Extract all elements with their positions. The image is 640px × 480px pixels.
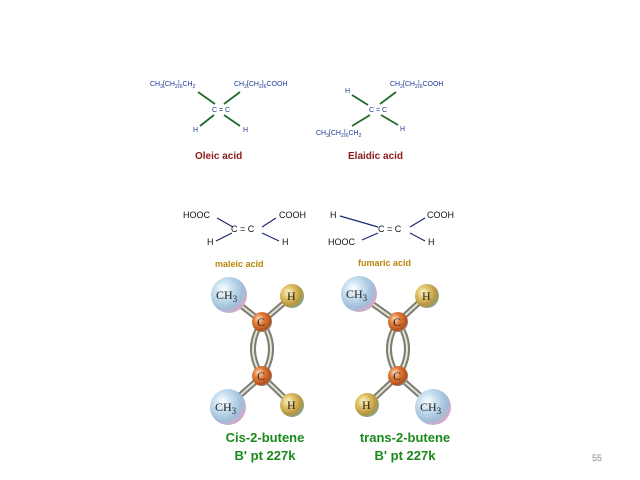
elaidic-bond-lower-right — [380, 114, 399, 126]
cis-boiling-point: B' pt 227k — [234, 448, 296, 463]
maleic-bond-upper-left — [216, 217, 234, 228]
oleic-double-bond: C = C — [212, 107, 230, 114]
fumaric-bond-lower-left — [361, 232, 379, 241]
cis-2-butene-model: CH3 H C C CH3 H — [210, 277, 304, 425]
trans-name: trans-2-butene — [359, 430, 451, 445]
cis-h-top-label: H — [287, 289, 296, 303]
trans-h-top-sphere — [415, 284, 439, 308]
cis-carbon-bottom-label: C — [257, 369, 265, 383]
fumaric-h-top-left: H — [330, 210, 337, 220]
maleic-h-right: H — [282, 237, 289, 247]
elaidic-bond-upper-right — [379, 91, 397, 105]
maleic-acid-structure: HOOC COOH C = C H H — [183, 210, 306, 247]
fumaric-h-right: H — [428, 237, 435, 247]
elaidic-bond-upper-left — [351, 94, 369, 106]
cis-carbon-bottom-sphere — [252, 366, 272, 386]
maleic-h-left: H — [207, 237, 214, 247]
trans-h-bottom-label: H — [362, 398, 371, 412]
elaidic-double-bond: C = C — [369, 107, 387, 114]
maleic-bond-lower-right — [261, 232, 280, 242]
cis-carbon-top-sphere — [252, 312, 272, 332]
oleic-bond-upper-left — [197, 91, 216, 105]
cis-ch3-top-sphere — [211, 277, 247, 313]
elaidic-h-top-left: H — [345, 88, 350, 95]
cis-ch3-bottom-sphere — [210, 389, 246, 425]
cis-ch3-bottom-label: CH3 — [215, 400, 237, 416]
trans-ch3-top-sphere — [341, 276, 377, 312]
trans-h-bottom-sphere — [355, 393, 379, 417]
maleic-bond-lower-left — [215, 232, 233, 242]
elaidic-bottom-chain: CH3[CH2]6CH2 — [316, 130, 362, 139]
slide-number: 55 — [592, 453, 603, 463]
maleic-top-right: COOH — [279, 210, 306, 220]
fumaric-top-right: COOH — [427, 210, 454, 220]
trans-ch3-bottom-sphere — [415, 389, 451, 425]
trans-ch3-top-label: CH3 — [346, 287, 368, 303]
maleic-double-bond: C = C — [231, 224, 255, 234]
trans-ch3-bottom-label: CH3 — [420, 400, 442, 416]
elaidic-right-chain: CH2[CH2]6COOH — [390, 81, 443, 90]
elaidic-acid-structure: H CH2[CH2]6COOH C = C CH3[CH2]6CH2 H — [316, 81, 443, 139]
trans-carbon-bottom-label: C — [393, 369, 401, 383]
fumaric-bottom-left: HOOC — [328, 237, 356, 247]
trans-h-top-label: H — [422, 289, 431, 303]
oleic-left-chain: CH3[CH2]6CH2 — [150, 81, 196, 90]
trans-carbon-top-label: C — [393, 315, 401, 329]
cis-h-bottom-label: H — [287, 398, 296, 412]
fumaric-double-bond: C = C — [378, 224, 402, 234]
fumaric-bond-upper-right — [409, 217, 426, 228]
oleic-right-chain: CH2[CH2]6COOH — [234, 81, 287, 90]
fumaric-caption: fumaric acid — [358, 258, 412, 268]
oleic-h-left: H — [193, 127, 198, 134]
maleic-top-left: HOOC — [183, 210, 211, 220]
oleic-bond-lower-right — [223, 114, 241, 127]
fumaric-bond-lower-right — [409, 232, 426, 242]
cis-h-top-sphere — [280, 284, 304, 308]
cis-ch3-top-label: CH3 — [216, 288, 238, 304]
maleic-bond-upper-right — [261, 217, 277, 228]
cis-carbon-top-label: C — [257, 315, 265, 329]
elaidic-h-right: H — [400, 126, 405, 133]
oleic-bond-upper-right — [223, 91, 241, 105]
maleic-caption: maleic acid — [215, 259, 264, 269]
oleic-h-right: H — [243, 127, 248, 134]
cis-h-bottom-sphere — [280, 393, 304, 417]
trans-boiling-point: B' pt 227k — [374, 448, 436, 463]
oleic-acid-structure: CH3[CH2]6CH2 CH2[CH2]6COOH C = C H H — [150, 81, 287, 134]
trans-carbon-top-sphere — [388, 312, 408, 332]
elaidic-caption: Elaidic acid — [348, 151, 404, 162]
fumaric-acid-structure: H COOH C = C HOOC H — [328, 210, 454, 247]
trans-carbon-bottom-sphere — [388, 366, 408, 386]
elaidic-bond-lower-left — [351, 114, 371, 127]
fumaric-bond-upper-left — [339, 215, 379, 228]
trans-2-butene-model: CH3 H C C H CH3 — [341, 276, 451, 425]
oleic-caption: Oleic acid — [195, 151, 243, 162]
oleic-bond-lower-left — [199, 114, 215, 127]
cis-name: Cis-2-butene — [225, 430, 305, 445]
